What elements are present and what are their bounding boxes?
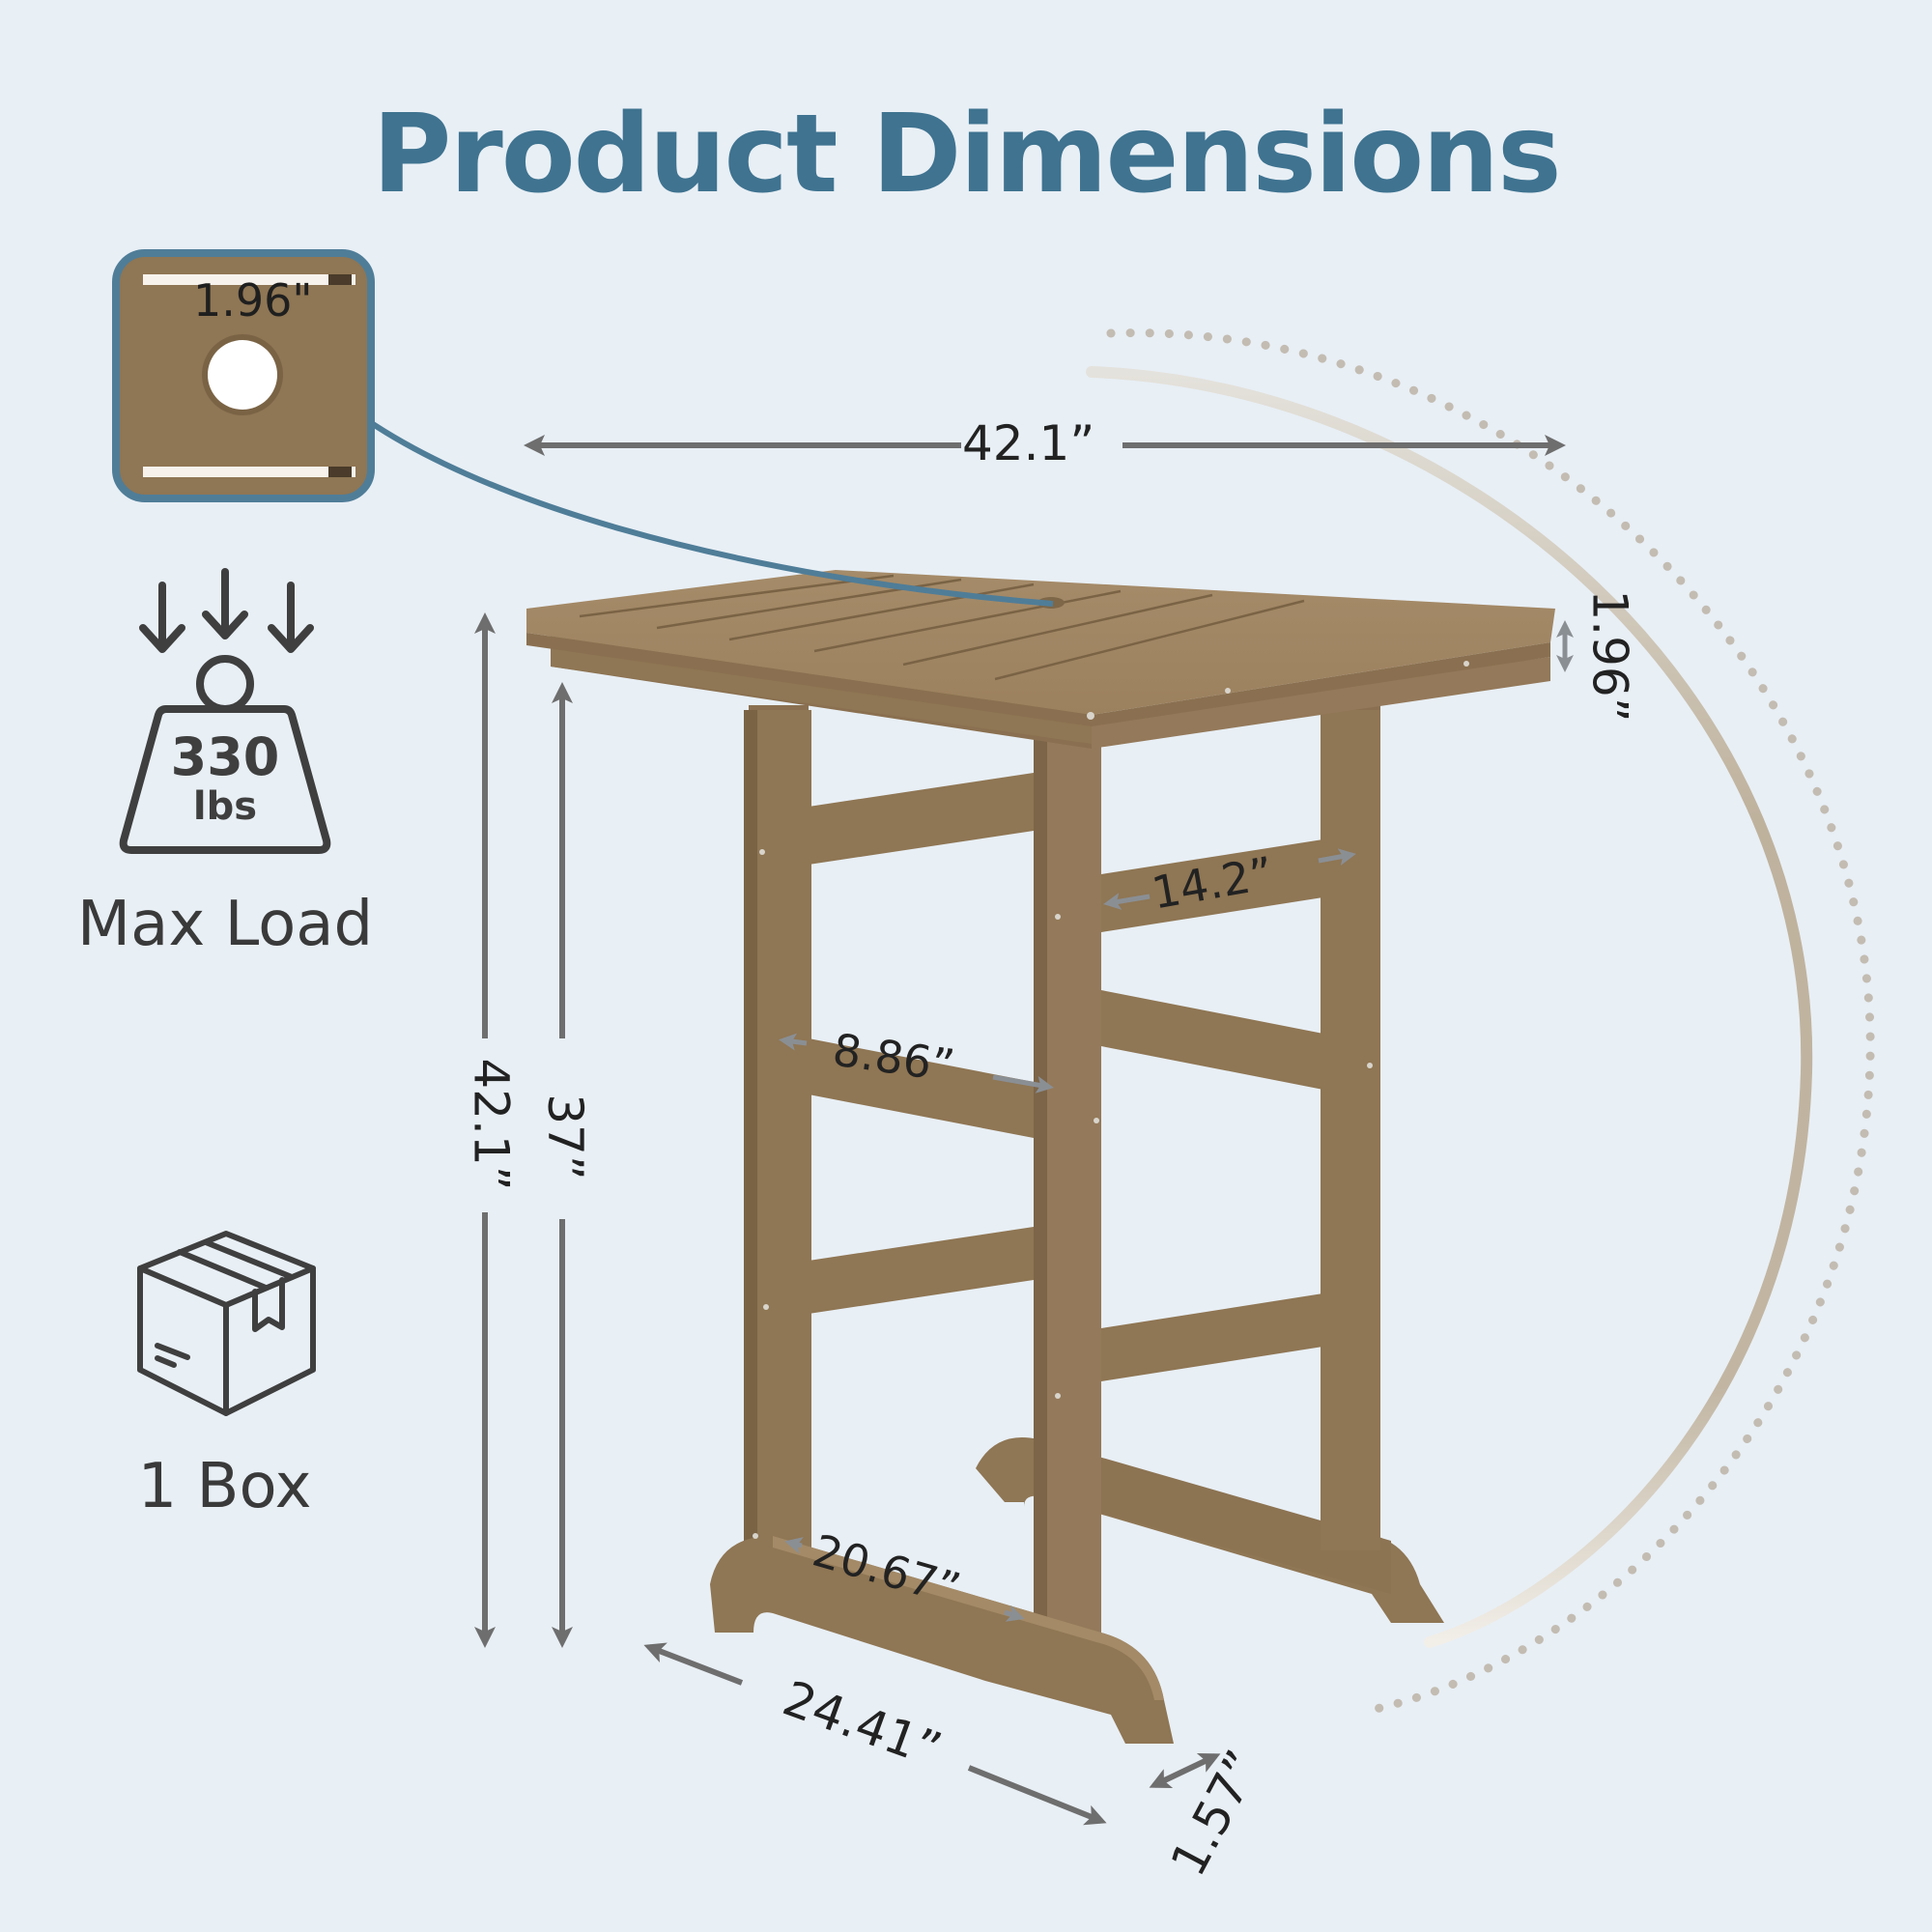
dim-top-thickness: 1.96” [1581,589,1638,723]
max-load-value: 330 [170,726,280,787]
weight-icon [119,568,331,854]
inset-dimension-label: 1.96" [193,274,313,327]
table-illustration [526,570,1555,1744]
page-title: Product Dimensions [372,92,1561,217]
dimension-arrows [474,435,1566,1826]
dim-overall-height: 42.1” [463,1058,520,1191]
umbrella-hole-inset [112,249,375,502]
box-icon [137,1231,316,1416]
max-load-unit: lbs [192,784,258,829]
rail-arrows [779,620,1574,1622]
max-load-label: Max Load [76,889,374,960]
dim-under-top-height: 37” [536,1094,593,1180]
callout-pointer [296,358,1054,607]
package-count-label: 1 Box [137,1451,312,1522]
decorative-arc [1086,328,1875,1715]
dim-top-width: 42.1” [962,415,1095,471]
